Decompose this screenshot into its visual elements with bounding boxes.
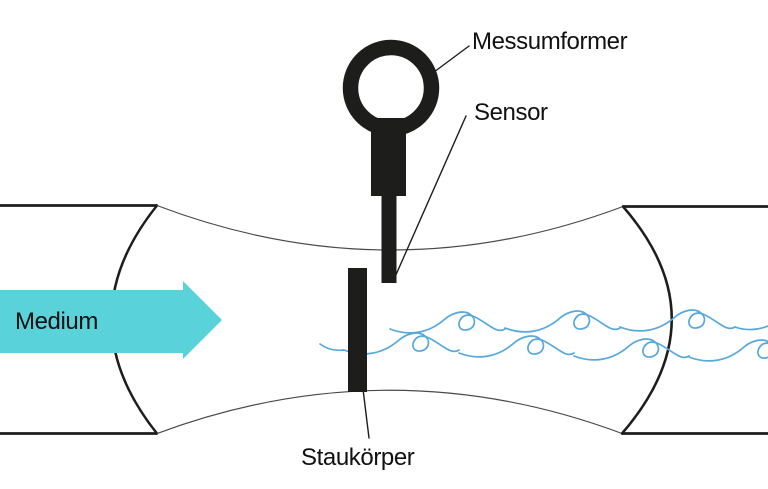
transmitter-assembly xyxy=(342,39,440,283)
flow-direction-arrow xyxy=(0,281,222,359)
vortex-wave xyxy=(688,339,768,362)
label-sensor: Sensor xyxy=(474,99,548,126)
vortex-row-lower xyxy=(319,332,768,362)
transmitter-ring xyxy=(342,39,440,137)
label-messumformer: Messumformer xyxy=(472,28,628,55)
vortex-row-upper xyxy=(389,309,768,334)
leader-lines xyxy=(361,45,470,439)
leader-line-staukoerper xyxy=(361,380,370,439)
leader-line-messumformer xyxy=(425,45,470,79)
vortex-wave xyxy=(573,338,690,361)
leader-line-sensor xyxy=(394,115,467,278)
vortex-wave-lead xyxy=(319,343,345,352)
vortex-wave-tail xyxy=(734,325,768,331)
pipe-right-joint-arc xyxy=(620,205,673,435)
measuring-section-bottom-curve xyxy=(156,389,623,435)
bluff-body xyxy=(348,268,367,392)
vortex-waves xyxy=(319,309,768,362)
vortex-wave xyxy=(504,310,621,333)
vortex-wave xyxy=(619,309,736,332)
sensor-probe xyxy=(381,195,397,283)
label-staukoerper: Staukörper xyxy=(301,444,415,471)
vortex-wave xyxy=(389,311,506,334)
vortex-wave xyxy=(458,335,575,358)
label-medium: Medium xyxy=(15,308,98,335)
